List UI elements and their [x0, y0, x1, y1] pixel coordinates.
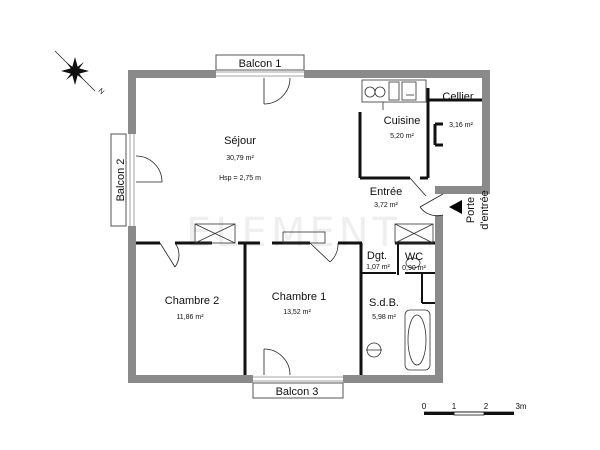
balcony-2: [110, 133, 127, 227]
entrance-label-line1: Porte: [465, 197, 477, 223]
scale-tick-1: 1: [452, 402, 457, 411]
room-sdb-name: S.d.B.: [369, 297, 399, 309]
balcony-3-label: Balcon 3: [276, 386, 319, 398]
entrance-arrow-icon: [449, 200, 462, 214]
compass-rose-icon: [54, 50, 96, 92]
room-entree-area: 3,72 m²: [374, 202, 398, 209]
exterior-walls: [128, 70, 490, 383]
room-sejour-area: 30,79 m²: [226, 155, 254, 162]
room-chambre2-area: 11,86 m²: [176, 314, 204, 321]
scale-tick-3: 3m: [515, 402, 526, 411]
room-cellier-area: 3,16 m²: [449, 122, 473, 129]
entrance-label-line2: d'entrée: [479, 190, 491, 229]
balcony-1: [215, 54, 305, 71]
interior-walls: [136, 88, 482, 375]
room-dgt-name: Dgt.: [367, 250, 387, 262]
scale-bar: [424, 411, 514, 416]
room-cellier-name: Cellier: [442, 91, 474, 103]
room-dgt-area: 1,07 m²: [366, 264, 390, 271]
doors: [135, 77, 444, 376]
bathroom-fixtures: [366, 257, 431, 371]
room-chambre2-name: Chambre 2: [165, 295, 219, 307]
room-sejour-height: Hsp = 2,75 m: [219, 175, 261, 182]
balcony-2-label: Balcon 2: [115, 159, 127, 202]
scale-tick-0: 0: [422, 402, 427, 411]
room-cuisine-area: 5,20 m²: [390, 133, 414, 140]
room-wc-name: WC: [405, 251, 423, 263]
scale-tick-2: 2: [484, 402, 489, 411]
room-chambre1-name: Chambre 1: [272, 291, 326, 303]
balcony-3: [252, 382, 344, 399]
room-cuisine-name: Cuisine: [384, 115, 421, 127]
room-entree-name: Entrée: [370, 186, 402, 198]
windows: [129, 71, 343, 382]
compass-north-label: N: [97, 87, 106, 96]
room-sdb-area: 5,98 m²: [372, 314, 396, 321]
room-chambre1-area: 13,52 m²: [283, 309, 311, 316]
room-sejour-name: Séjour: [224, 135, 256, 147]
balcony-1-label: Balcon 1: [239, 58, 282, 70]
closets: [194, 223, 434, 244]
kitchen-fixtures: [361, 79, 427, 110]
room-wc-area: 0,90 m²: [402, 265, 426, 272]
